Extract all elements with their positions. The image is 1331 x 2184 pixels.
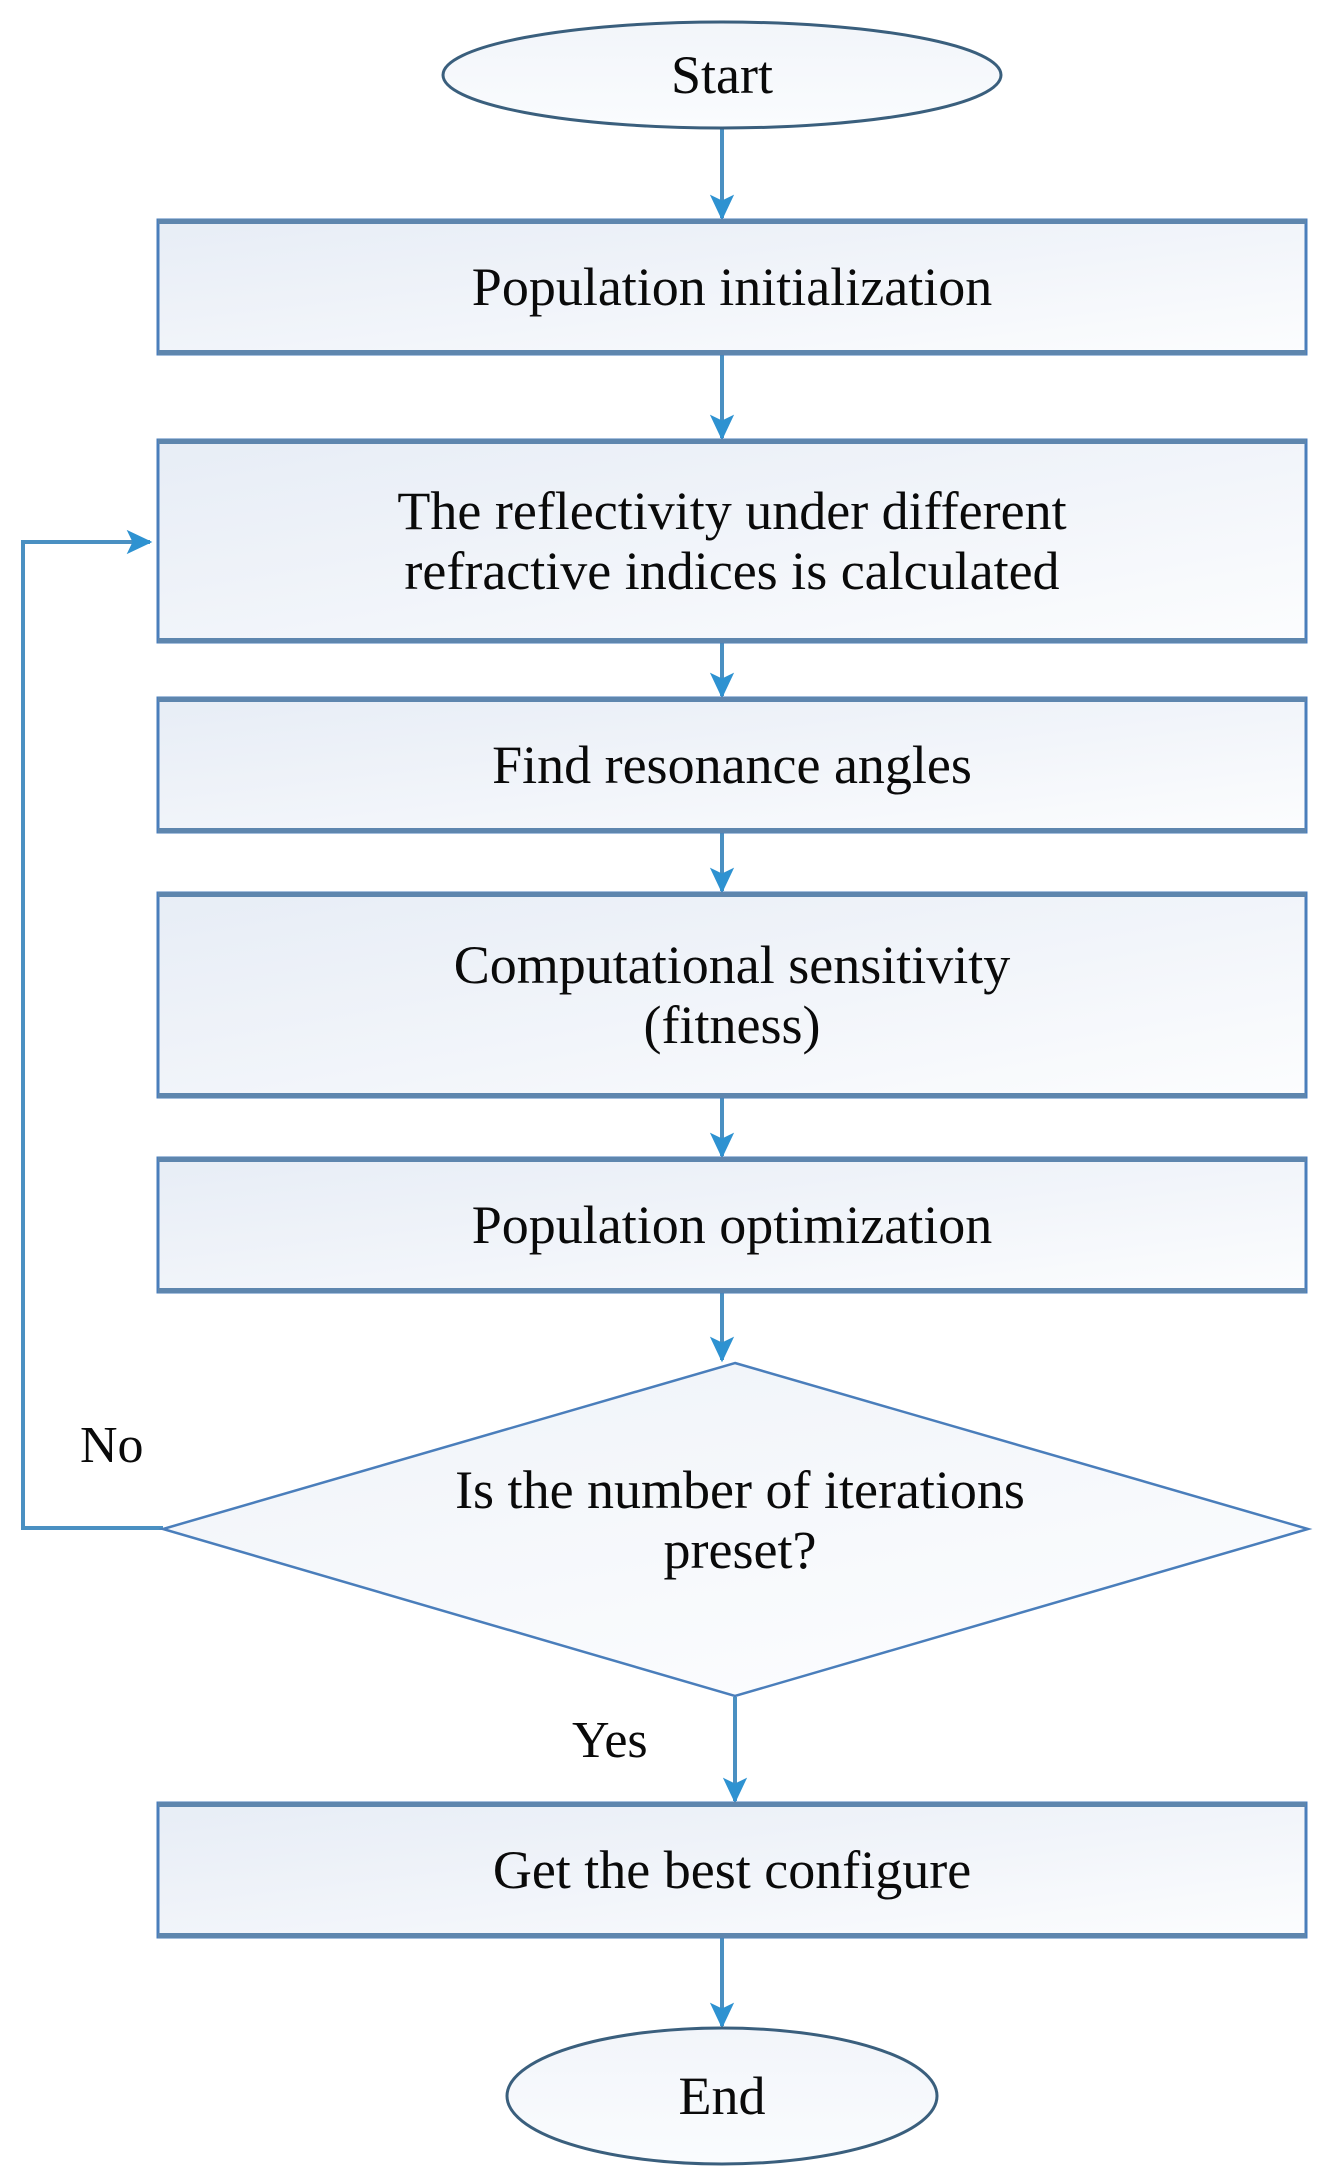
node-init-shape[interactable] xyxy=(156,218,1308,356)
node-end-shape[interactable] xyxy=(505,2026,939,2166)
node-optimization-shape[interactable] xyxy=(156,1156,1308,1294)
node-best-shape[interactable] xyxy=(156,1801,1308,1939)
edge-label-yes: Yes xyxy=(572,1712,648,1769)
connector-group xyxy=(709,128,748,2029)
connector-no-feedback-loop xyxy=(21,529,163,1530)
node-decision-shape[interactable] xyxy=(158,1361,1313,1698)
node-sensitivity-shape[interactable] xyxy=(156,891,1308,1099)
node-reflectivity-shape[interactable] xyxy=(156,438,1308,644)
edge-label-no: No xyxy=(80,1417,144,1474)
node-start-shape[interactable] xyxy=(441,20,1003,130)
node-resonance-shape[interactable] xyxy=(156,696,1308,834)
